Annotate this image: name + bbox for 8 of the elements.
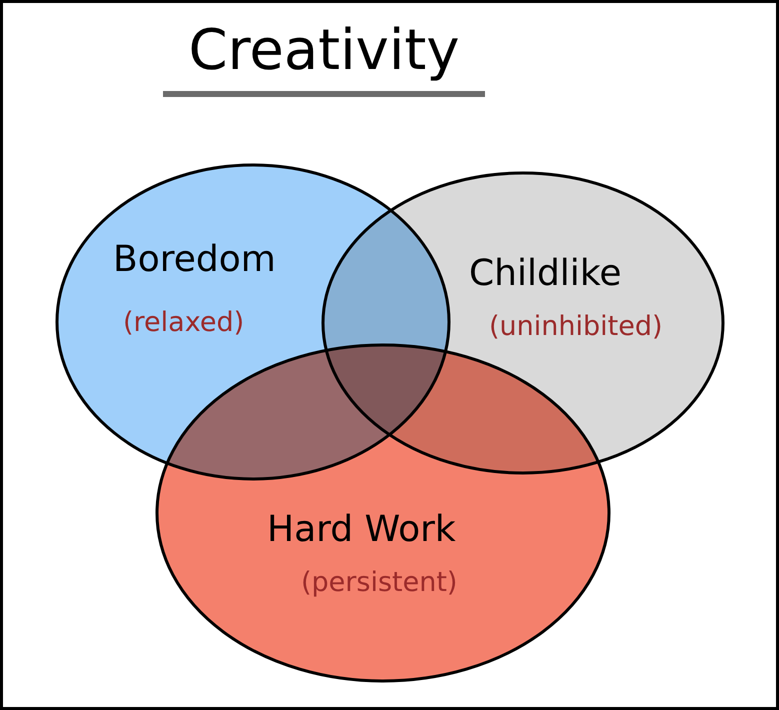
set-label: Childlike (469, 252, 622, 296)
set-label: Hard Work (267, 508, 456, 552)
set-label: Boredom (113, 238, 276, 282)
venn-ellipse (155, 343, 611, 683)
set-sublabel: (persistent) (301, 566, 458, 600)
title: Creativity (188, 17, 460, 85)
set-sublabel: (uninhibited) (489, 310, 662, 344)
set-sublabel: (relaxed) (123, 306, 244, 340)
